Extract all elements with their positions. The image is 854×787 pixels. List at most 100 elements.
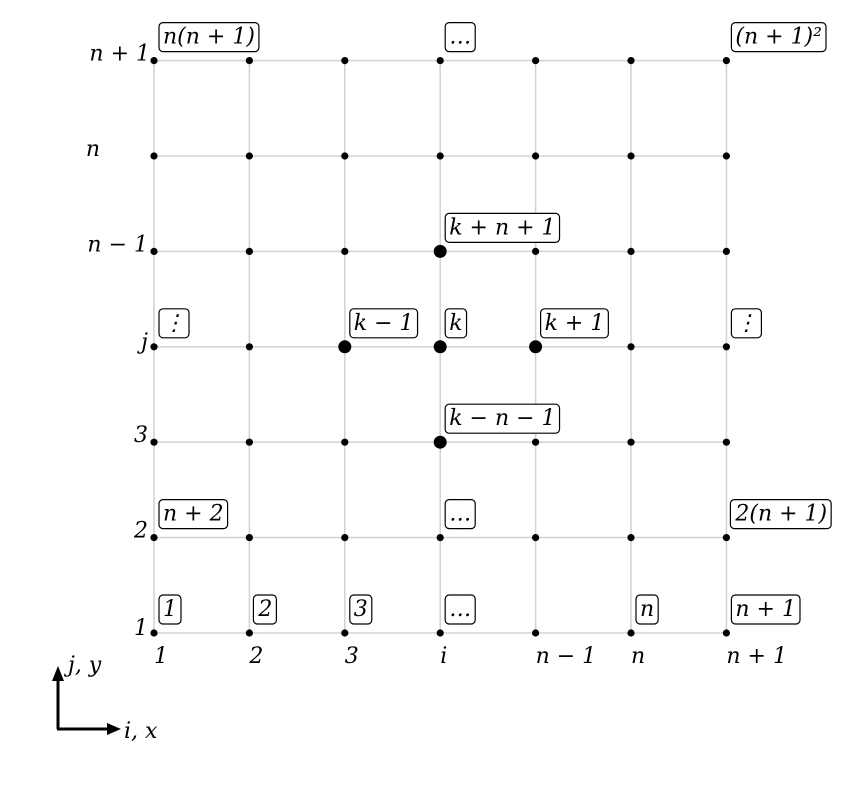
grid-node: [627, 438, 635, 446]
grid-node: [341, 438, 349, 446]
node-index-label: 3: [349, 594, 373, 625]
column-tick-label: n: [631, 644, 645, 669]
row-tick-label: 3: [134, 423, 148, 448]
node-index-label: …: [444, 498, 476, 530]
grid-node: [341, 534, 349, 542]
node-index-label-box: [729, 498, 832, 530]
neighbor-node: [433, 435, 447, 449]
node-index-label-box: [444, 212, 561, 243]
node-index-label-box: [444, 21, 476, 53]
node-index-label-text: k + 1: [545, 311, 605, 336]
node-index-label-box: [730, 594, 801, 625]
node-index-label: n + 2: [158, 498, 229, 530]
node-index-label-text: n + 1: [735, 597, 796, 622]
grid-node: [532, 57, 540, 65]
node-index-label: …: [444, 594, 476, 625]
row-tick-label: 2: [133, 519, 148, 544]
grid-node: [627, 343, 635, 351]
grid-node: [627, 534, 635, 542]
grid-node: [150, 152, 158, 160]
row-tick-label: j: [136, 330, 148, 355]
node-index-label-text: 1: [163, 597, 177, 622]
node-index-label-text: 2(n + 1): [734, 502, 827, 527]
column-tick-label: n − 1: [536, 644, 597, 669]
vertical-axis-arrowhead: [52, 666, 64, 681]
row-tick-labels: 1 2 3 j n − 1 n n + 1: [86, 42, 150, 641]
row-tick-label: n − 1: [87, 232, 148, 257]
column-tick-label: n + 1: [726, 644, 787, 669]
grid-node: [627, 57, 635, 65]
neighbor-node: [433, 244, 447, 258]
grid-node: [722, 343, 731, 351]
node-index-label: n: [635, 594, 659, 625]
grid-node: [341, 247, 349, 255]
row-tick-label: n: [86, 137, 100, 162]
node-index-label-box: [252, 594, 277, 625]
grid-node: [627, 152, 635, 160]
grid-node: [532, 152, 540, 160]
grid-node: [532, 534, 540, 542]
grid-node: [532, 438, 540, 446]
node-index-label: n(n + 1): [158, 21, 260, 53]
node-index-label-box: [158, 594, 182, 625]
node-index-label-box: [158, 498, 229, 530]
grid-node: [341, 152, 349, 160]
grid-node: [150, 57, 158, 65]
grid-node: [436, 534, 444, 542]
grid-nodes: [150, 57, 731, 637]
node-index-label-box: [444, 594, 476, 625]
node-index-label: …: [444, 21, 476, 53]
node-index-label: k + 1: [539, 308, 609, 339]
node-index-label-text: …: [449, 597, 471, 622]
row-tick-label: 1: [134, 616, 148, 641]
horizontal-axis-arrowhead: [107, 723, 121, 735]
node-index-label-text: 3: [354, 597, 368, 622]
node-index-label: 1: [158, 594, 182, 625]
grid-node: [150, 438, 158, 446]
node-index-label-box: [158, 308, 190, 339]
node-index-label-text: …: [449, 25, 471, 50]
node-index-label-text: n + 2: [163, 502, 224, 527]
node-index-label: k: [444, 308, 468, 339]
node-index-label-text: n: [640, 597, 654, 622]
node-index-label: (n + 1)²: [730, 21, 827, 53]
grid-node: [722, 629, 731, 637]
grid-node: [627, 629, 635, 637]
grid-node: [722, 57, 731, 65]
grid-node: [245, 247, 253, 255]
node-index-label: ⋮: [730, 308, 763, 339]
center-node: [433, 340, 447, 354]
horizontal-axis-label: i, x: [124, 719, 158, 744]
node-index-label: k − 1: [349, 308, 419, 339]
node-index-labels: 1 2 3 … n n + 1 n + 2 … 2(n + 1) k − n − 1 ⋮ k − 1 k…: [158, 21, 832, 625]
grid-node: [245, 57, 253, 65]
node-index-label-text: ⋮: [163, 311, 185, 336]
node-index-label: k − n − 1: [444, 403, 561, 434]
node-index-label: ⋮: [158, 308, 190, 339]
node-index-label-box: [444, 308, 468, 339]
grid-node: [341, 629, 349, 637]
node-index-label-box: [349, 308, 419, 339]
column-tick-label: 2: [248, 644, 263, 669]
grid-node: [150, 247, 158, 255]
node-index-label-box: [730, 21, 827, 53]
grid-node: [245, 438, 253, 446]
axes-indicator: j, y i, x: [52, 653, 158, 744]
node-index-label-text: k − 1: [354, 311, 414, 336]
grid-node: [150, 343, 158, 351]
node-index-label-box: [444, 498, 476, 530]
grid-node: [245, 534, 253, 542]
node-index-label-text: k − n − 1: [449, 406, 555, 431]
grid-node: [532, 247, 540, 255]
grid-node: [341, 57, 349, 65]
vertical-axis-label: j, y: [63, 653, 102, 678]
grid-node: [245, 343, 253, 351]
node-index-label: 2: [252, 594, 277, 625]
node-index-label-box: [444, 403, 561, 434]
row-tick-label: n + 1: [89, 42, 150, 67]
grid-node: [150, 534, 158, 542]
column-tick-label: i: [440, 644, 447, 669]
grid-node: [722, 534, 731, 542]
